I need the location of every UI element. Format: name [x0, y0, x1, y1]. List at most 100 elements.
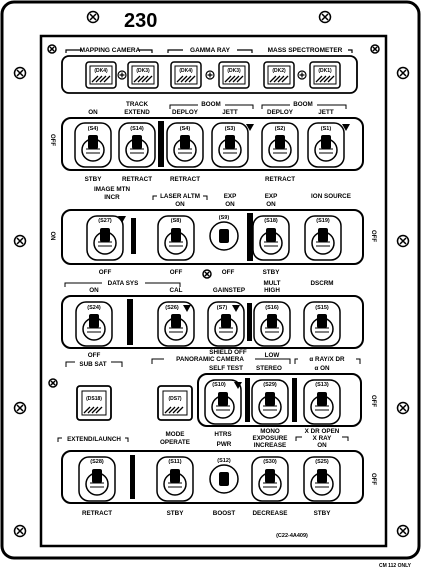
- switch-id: (S24): [87, 305, 101, 311]
- toggle-switch[interactable]: [166, 122, 204, 168]
- row5-switch-group: [78, 456, 341, 502]
- row4-label: α ON: [314, 365, 330, 372]
- row5-bottom-label: STBY: [314, 510, 332, 517]
- guard-arrow-icon: [118, 216, 126, 223]
- boom-bracket-right: [261, 104, 347, 109]
- toggle-switch[interactable]: [157, 215, 195, 261]
- switch-id: (S16): [265, 305, 279, 311]
- switch-id: (S28): [90, 459, 104, 465]
- toggle-switch[interactable]: [209, 221, 239, 251]
- row4-bottom-label: ON: [317, 442, 327, 449]
- screw-icon: [48, 378, 58, 388]
- row5-bottom-label: RETRACT: [82, 510, 112, 517]
- toggle-switch[interactable]: [75, 301, 113, 347]
- row3-bottom-label: SHIELD OFF: [209, 349, 247, 356]
- toggle-switch[interactable]: [207, 301, 245, 347]
- switch-id: (S3): [225, 126, 236, 132]
- switch-id: (S4): [180, 126, 191, 132]
- toggle-switch[interactable]: [261, 122, 299, 168]
- row2-bottom-label: OFF: [99, 269, 112, 276]
- row1-label: TRACK: [126, 101, 148, 108]
- row4-label: SUB SAT: [79, 361, 106, 368]
- row4-side-right: OFF: [370, 395, 376, 407]
- toggle-switch[interactable]: [118, 122, 156, 168]
- toggle-switch[interactable]: [304, 215, 342, 261]
- switch-id: (S27): [98, 218, 112, 224]
- talkback-id: (DK4): [94, 68, 108, 74]
- row3-label: DATA SYS: [108, 280, 139, 287]
- toggle-switch[interactable]: [78, 456, 116, 502]
- row1-bottom-label: STBY: [85, 176, 103, 183]
- row1-label: BOOM: [201, 101, 221, 108]
- row1-guard-divider: [158, 121, 164, 167]
- toggle-switch[interactable]: [251, 379, 289, 425]
- row2-guard-divider: [131, 218, 136, 254]
- row5-bottom-label: STBY: [167, 510, 185, 517]
- row4-label: α RAY/X DR: [309, 356, 345, 363]
- row4-bottom-label: MODE: [166, 431, 185, 438]
- sub-sat-talkback: [76, 385, 112, 421]
- screw-icon: [396, 234, 410, 248]
- toggle-switch[interactable]: [74, 122, 112, 168]
- toggle-switch[interactable]: [156, 456, 194, 502]
- row4-guard-divider: [292, 378, 297, 422]
- sub-sat-bracket: [65, 361, 123, 367]
- switch-id: (S9): [219, 215, 230, 221]
- plus-marker-group: [117, 70, 307, 80]
- mapping-camera-label: MAPPING CAMERA: [80, 47, 141, 54]
- row2-bottom-label: STBY: [263, 269, 281, 276]
- row2-side-right: OFF: [370, 230, 376, 242]
- switch-id: (S15): [315, 305, 329, 311]
- guard-arrow-icon: [234, 382, 242, 389]
- toggle-switch[interactable]: [303, 456, 341, 502]
- screw-icon: [370, 44, 380, 54]
- row3-switch-group: [75, 301, 341, 347]
- toggle-switch[interactable]: [303, 301, 341, 347]
- row3-guard-divider: [127, 299, 133, 345]
- talkback-id: (DK3): [227, 68, 241, 74]
- toggle-switch[interactable]: [209, 464, 239, 494]
- talkback-id: (DK4): [179, 68, 193, 74]
- toggle-switch[interactable]: [157, 301, 195, 347]
- toggle-switch[interactable]: [252, 215, 290, 261]
- toggle-switch[interactable]: [204, 379, 242, 425]
- toggle-switch[interactable]: [303, 379, 341, 425]
- row5-label: PWR: [217, 441, 232, 448]
- laser-altm-bracket: [152, 195, 208, 200]
- toggle-switch[interactable]: [307, 122, 345, 168]
- panel-reference: (C22-4A409): [276, 533, 308, 539]
- guard-arrow-icon-group: [246, 124, 350, 131]
- row4-bottom-label: INCREASE: [254, 442, 287, 449]
- screw-icon: [47, 44, 57, 54]
- xray-bracket: [295, 436, 349, 441]
- switch-id: (S18): [264, 218, 278, 224]
- talkback-indicators: [85, 61, 341, 89]
- row5-guard-divider: [130, 455, 135, 499]
- row3-label: ON: [89, 287, 99, 294]
- screw-icon: [13, 401, 27, 415]
- switch-id: (S10): [212, 382, 226, 388]
- switch-id: (S13): [315, 382, 329, 388]
- row2-guard-divider: [247, 213, 253, 261]
- switch-id: (S4): [88, 126, 99, 132]
- row3-label: DSCRM: [310, 280, 333, 287]
- screw-icon: [13, 234, 27, 248]
- switch-id: (S14): [130, 126, 144, 132]
- screw-icon: [202, 269, 212, 279]
- toggle-switch[interactable]: [86, 215, 124, 261]
- row5-bottom-label: BOOST: [213, 510, 236, 517]
- toggle-switch[interactable]: [251, 456, 289, 502]
- row2-bottom-label: OFF: [222, 269, 235, 276]
- row2-label: IMAGE MTN: [94, 186, 130, 193]
- row1-bottom-label: RETRACT: [122, 176, 152, 183]
- row4-label: SELF TEST: [209, 365, 243, 372]
- row4-guard-divider: [245, 378, 250, 422]
- toggle-switch[interactable]: [253, 301, 291, 347]
- screw-icon: [396, 66, 410, 80]
- row2-label: EXP: [224, 193, 237, 200]
- row2-label: ON: [225, 201, 235, 208]
- toggle-switch[interactable]: [211, 122, 249, 168]
- talkback-id: (DK3): [136, 68, 150, 74]
- row4-bottom-label: HTRS: [214, 431, 231, 438]
